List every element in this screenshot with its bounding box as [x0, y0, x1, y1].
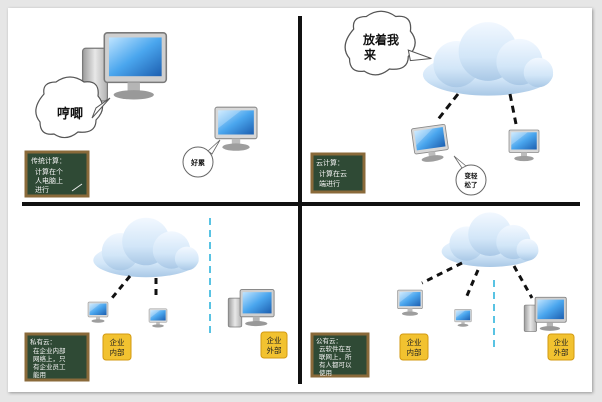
tag-line-2: 内部	[407, 347, 422, 357]
cloud-connection	[421, 261, 463, 285]
speech-bubble-small-line-2: 松了	[465, 180, 478, 189]
blackboard-line-4: 能用	[33, 370, 46, 379]
cloud-connection	[434, 93, 460, 123]
speech-bubble-large-text: 哼唧	[57, 106, 83, 122]
blackboard-line-3: 有企业员工	[33, 362, 66, 371]
blackboard-title: 传统计算：	[31, 156, 66, 165]
blackboard-line-3: 进行	[35, 185, 49, 194]
blackboard-line-2: 联网上，所	[319, 352, 352, 361]
blackboard-line-1: 计算在个	[35, 167, 63, 176]
cloud-icon	[441, 212, 539, 267]
panel-traditional-computing: 哼唧 好累 传统计算： 计算在个 人电脑上 进行	[24, 32, 258, 198]
blackboard-cloud: 云计算： 计算在云 端进行	[310, 152, 366, 194]
blackboard-line-2: 网络上，只	[33, 354, 66, 363]
desktop-computer-icon	[227, 289, 275, 328]
tag-line-2: 外部	[267, 345, 282, 355]
blackboard-title: 公有云：	[316, 336, 342, 345]
speech-bubble-large-line-1: 放着我	[362, 32, 399, 47]
tag-line-1: 企业	[407, 337, 422, 347]
diagram-canvas: 哼唧 好累 传统计算： 计算在个 人电脑上 进行 放着我	[22, 10, 580, 384]
panel-private-cloud: 企业 内部 企业 外部 私有云： 在企业内部 网络上，只 有企业员工 能用	[24, 217, 288, 382]
tag-line-2: 内部	[110, 347, 125, 357]
speech-bubble-small: 变轻 松了	[453, 155, 487, 196]
cloud-icon	[93, 217, 199, 278]
blackboard-title: 私有云：	[30, 337, 56, 346]
blackboard-line-3: 有人都可以	[319, 360, 352, 369]
blackboard-private-cloud: 私有云： 在企业内部 网络上，只 有企业员工 能用	[24, 332, 90, 382]
panel-cloud-computing: 放着我 来 变轻 松了 云计算： 计算在云 端进行	[310, 10, 554, 196]
blackboard-line-1: 计算在云	[319, 169, 347, 178]
monitor-icon	[397, 289, 423, 317]
tag-enterprise-external: 企业 外部	[547, 333, 575, 361]
speech-bubble-small-line-1: 变轻	[465, 171, 479, 180]
blackboard-line-1: 在企业内部	[33, 346, 66, 355]
diagram-frame: 哼唧 好累 传统计算： 计算在个 人电脑上 进行 放着我	[8, 8, 592, 392]
tag-line-1: 企业	[267, 335, 282, 345]
speech-bubble-large	[35, 76, 111, 139]
blackboard-line-4: 使用	[319, 368, 332, 377]
tag-line-2: 外部	[554, 347, 569, 357]
speech-bubble-small-text: 好累	[190, 158, 205, 167]
speech-bubble-large-line-2: 来	[363, 47, 377, 62]
cloud-icon	[422, 22, 554, 96]
blackboard-line-2: 人电脑上	[35, 176, 63, 185]
cloud-connection	[512, 265, 534, 299]
blackboard-traditional: 传统计算： 计算在个 人电脑上 进行	[24, 150, 90, 198]
monitor-icon	[454, 309, 472, 327]
monitor-icon	[148, 308, 168, 328]
monitor-icon	[410, 123, 451, 165]
cloud-connection	[508, 93, 518, 125]
tag-line-1: 企业	[110, 337, 125, 347]
monitor-icon	[214, 106, 258, 152]
panel-public-cloud: 企业 内部 企业 外部 公有云： 云软件在互 联网上，所 有人都可以 使用	[310, 212, 575, 378]
speech-bubble-small: 好累	[182, 139, 221, 178]
blackboard-title: 云计算：	[316, 158, 344, 167]
tag-enterprise-external: 企业 外部	[260, 331, 288, 359]
monitor-icon	[508, 129, 540, 162]
tag-enterprise-internal: 企业 内部	[102, 333, 132, 361]
blackboard-public-cloud: 公有云： 云软件在互 联网上，所 有人都可以 使用	[310, 332, 370, 378]
blackboard-line-2: 端进行	[319, 179, 340, 188]
monitor-icon	[87, 301, 109, 323]
speech-bubble-large	[344, 10, 432, 76]
desktop-computer-icon	[523, 296, 567, 332]
tag-line-1: 企业	[554, 337, 569, 347]
tag-enterprise-internal: 企业 内部	[399, 333, 429, 361]
cloud-connection	[110, 275, 132, 299]
blackboard-line-1: 云软件在互	[319, 344, 352, 353]
cloud-connection	[464, 269, 480, 299]
